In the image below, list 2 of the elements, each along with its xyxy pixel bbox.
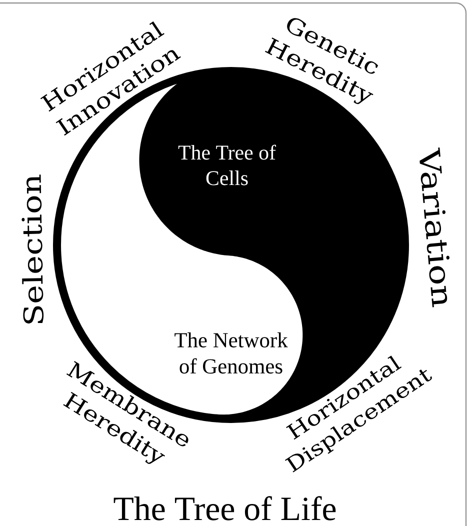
outer-label: Selection bbox=[22, 174, 44, 324]
caption: The Tree of Life bbox=[114, 496, 336, 520]
